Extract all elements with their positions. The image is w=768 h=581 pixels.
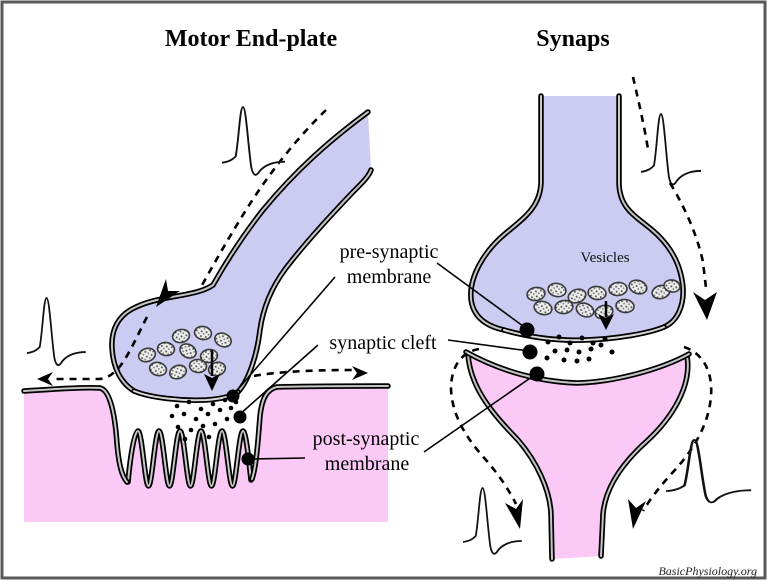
label-synaptic-cleft: synaptic cleft bbox=[329, 332, 437, 354]
axon-terminal bbox=[111, 112, 371, 401]
anchor-dot-post-left bbox=[241, 452, 255, 466]
ap-dash-muscle-right bbox=[253, 368, 353, 378]
anchor-dot-post-right bbox=[529, 366, 545, 382]
anchor-dot-pre-left bbox=[226, 389, 240, 403]
vesicle-release-arrow-right bbox=[598, 301, 614, 330]
anchor-dot-pre-right bbox=[519, 322, 535, 338]
annotation-labels: pre-synaptic membrane synaptic cleft pos… bbox=[226, 241, 545, 475]
ap-dash-axon bbox=[199, 109, 327, 288]
synapse-figure: Vesicles bbox=[449, 26, 753, 559]
ap-dash-axon-right-mid bbox=[668, 182, 708, 289]
leader-cleft-right bbox=[447, 339, 530, 352]
neurotransmitter-dots-left bbox=[169, 397, 239, 442]
ap-dash-funnel-left bbox=[449, 347, 518, 505]
ap-dash-muscle-left bbox=[56, 316, 149, 381]
label-postsynaptic-line2: membrane bbox=[325, 453, 410, 475]
vesicle-release-arrow-left bbox=[204, 350, 220, 391]
ap-arrowhead-funnel-left bbox=[505, 499, 523, 529]
leader-post-left bbox=[248, 457, 306, 460]
ap-arrowhead-terminal bbox=[693, 292, 717, 320]
neurotransmitter-dots-right bbox=[544, 334, 615, 364]
watermark: BasicPhysiology.org bbox=[658, 564, 757, 578]
ap-arrowhead-muscle-right bbox=[352, 366, 368, 380]
ap-arrowhead-axon bbox=[156, 279, 180, 307]
anchor-dot-cleft-right bbox=[522, 344, 538, 360]
vesicle-cluster-right bbox=[526, 279, 681, 320]
presynaptic-terminal bbox=[470, 96, 684, 341]
motor-endplate-figure: Motor End-plate bbox=[24, 26, 388, 522]
leader-post-right bbox=[423, 373, 537, 453]
leader-pre-right bbox=[436, 262, 528, 330]
leader-pre-left bbox=[232, 276, 336, 396]
anchor-dot-cleft-left bbox=[233, 410, 247, 424]
ap-arrowhead-funnel-right bbox=[628, 499, 646, 529]
label-presynaptic-line2: membrane bbox=[347, 266, 432, 288]
ap-dash-funnel-right bbox=[641, 345, 713, 512]
label-postsynaptic-line1: post-synaptic bbox=[313, 428, 420, 450]
ap-arrowhead-muscle-left bbox=[37, 372, 53, 386]
vesicles-label: Vesicles bbox=[580, 250, 629, 266]
leader-cleft-left bbox=[238, 344, 319, 416]
label-presynaptic-line1: pre-synaptic bbox=[340, 241, 439, 263]
postsynaptic-neuron bbox=[468, 354, 688, 559]
title-motor-endplate: Motor End-plate bbox=[165, 26, 338, 52]
title-synapse: Synaps bbox=[536, 26, 609, 52]
ap-dash-axon-right-top bbox=[631, 76, 650, 150]
